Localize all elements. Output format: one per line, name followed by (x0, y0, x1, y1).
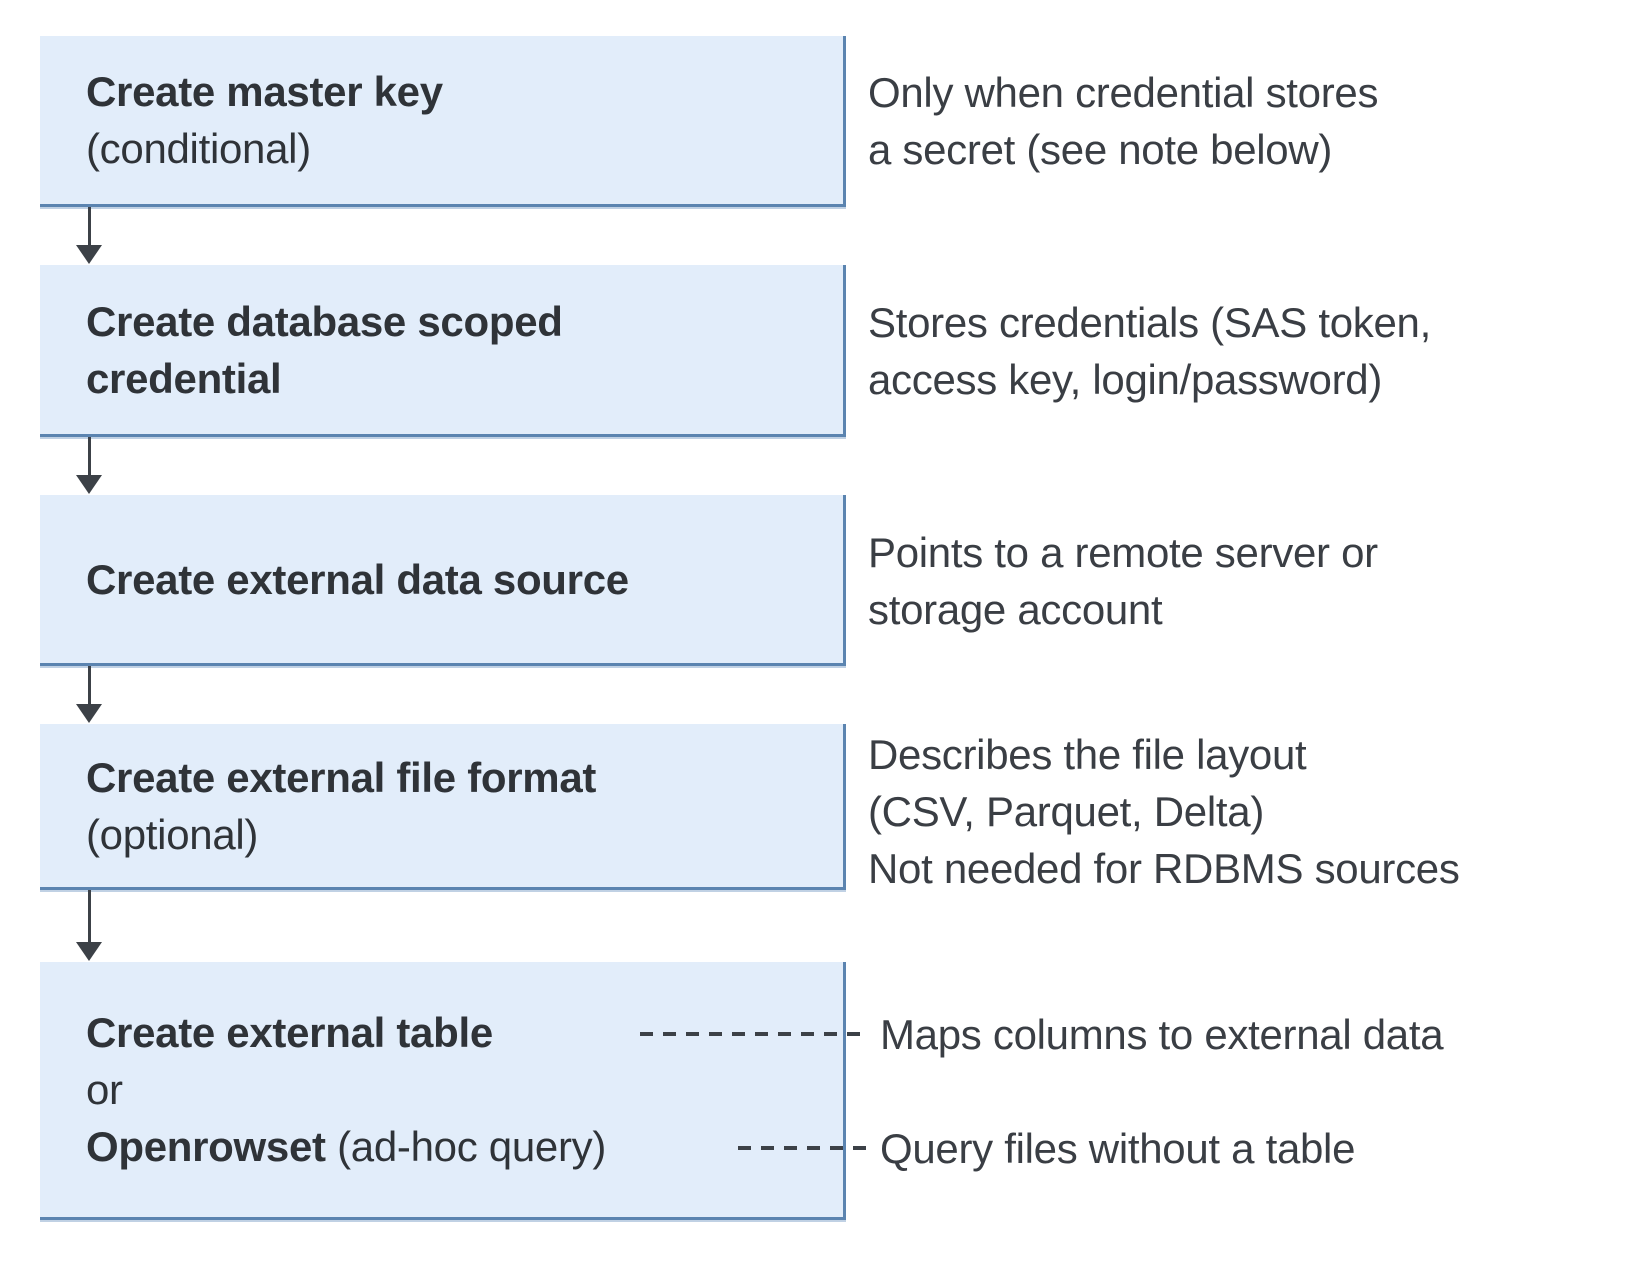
step-title-external-table: Create external table (86, 1009, 493, 1056)
annotation-line: Points to a remote server or (868, 529, 1378, 576)
arrow-down-icon (76, 245, 102, 264)
flow-arrow-4 (76, 890, 102, 961)
annotation-master-key: Only when credential stores a secret (se… (868, 64, 1378, 178)
arrow-stem (87, 437, 91, 475)
step-title-openrowset: Openrowset (86, 1123, 326, 1170)
flow-arrow-3 (76, 666, 102, 723)
arrow-down-icon (76, 475, 102, 494)
step-box-create-database-scoped-credential: Create database scoped credential (40, 265, 846, 437)
step-qualifier-adhoc-query: (ad-hoc query) (325, 1123, 607, 1170)
step-qualifier: (optional) (86, 810, 259, 858)
step-title: Create external file format (86, 753, 597, 801)
step-box-create-master-key: Create master key (conditional) (40, 36, 846, 207)
step-title: Create database scoped (86, 297, 563, 345)
arrow-stem (87, 890, 91, 942)
step-box-create-external-file-format: Create external file format (optional) (40, 724, 846, 890)
step-title: Create external data source (86, 555, 629, 603)
step-qualifier: (conditional) (86, 125, 311, 172)
step-title-line-2: credential (86, 354, 282, 402)
annotation-external-table: Maps columns to external data (880, 1011, 1444, 1058)
annotation-line: a secret (see note below) (868, 126, 1333, 173)
step-title-openrowset-line: Openrowset (ad-hoc query) (86, 1118, 843, 1175)
flow-arrow-1 (76, 207, 102, 264)
step-box-create-external-table-or-openrowset: Create external table or Openrowset (ad-… (40, 962, 846, 1220)
annotation-external-data-source: Points to a remote server or storage acc… (868, 524, 1378, 638)
dashed-connector-external-table (640, 1032, 866, 1036)
arrow-stem (87, 207, 91, 245)
dashed-connector-openrowset (738, 1146, 866, 1150)
annotation-external-file-format: Describes the file layout (CSV, Parquet,… (868, 726, 1460, 897)
annotation-openrowset: Query files without a table (880, 1125, 1356, 1172)
annotation-database-scoped-credential: Stores credentials (SAS token, access ke… (868, 294, 1431, 408)
step-title: Create master key (86, 68, 443, 115)
annotation-line: storage account (868, 586, 1163, 633)
annotation-line: access key, login/password) (868, 356, 1383, 403)
step-box-create-external-data-source: Create external data source (40, 495, 846, 666)
annotation-line: Only when credential stores (868, 69, 1379, 116)
annotation-line: Not needed for RDBMS sources (868, 845, 1460, 892)
annotation-line: Stores credentials (SAS token, (868, 299, 1431, 346)
annotation-line: (CSV, Parquet, Delta) (868, 788, 1265, 835)
flow-arrow-2 (76, 437, 102, 494)
step-or-text: or (86, 1066, 123, 1113)
arrow-down-icon (76, 704, 102, 723)
arrow-stem (87, 666, 91, 704)
arrow-down-icon (76, 942, 102, 961)
annotation-line: Describes the file layout (868, 731, 1307, 778)
